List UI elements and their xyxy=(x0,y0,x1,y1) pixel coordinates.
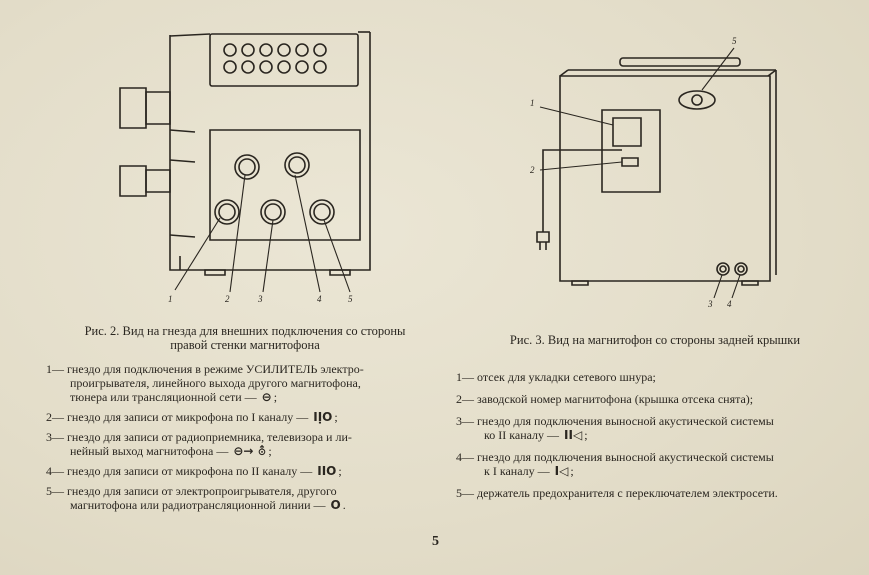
phono-symbol-icon: O xyxy=(330,498,341,512)
speaker-ch2-symbol-icon: II◁ xyxy=(564,428,583,442)
line-in-out-symbol-icon: ⊖→ ⛢ xyxy=(233,444,267,458)
legend-item: 4— гнездо для записи от микрофона по II … xyxy=(46,464,342,478)
figure-3-rear-cover-drawing: 1 2 3 4 5 xyxy=(530,36,830,309)
callout-label: 4 xyxy=(317,294,322,304)
legend-item: 3— гнездо для подключения выносной акуст… xyxy=(456,414,774,442)
speaker-ch1-symbol-icon: I◁ xyxy=(554,464,569,478)
legend-item: 2— гнездо для записи от микрофона по I к… xyxy=(46,410,338,424)
microphone-ch1-symbol-icon: IỊO xyxy=(313,410,333,424)
legend-item: 1— гнездо для подключения в режиме УСИЛИ… xyxy=(46,362,364,404)
callout-label: 4 xyxy=(727,299,732,309)
figure-2-callouts: 1 2 3 4 5 xyxy=(168,294,353,304)
figure-2-legend: 1— гнездо для подключения в режиме УСИЛИ… xyxy=(46,362,444,512)
callout-label: 3 xyxy=(257,294,263,304)
legend-item: 1— отсек для укладки сетевого шнура; xyxy=(456,370,656,384)
figure-2-right-wall-drawing: 1 2 3 4 5 xyxy=(60,20,440,304)
callout-label: 3 xyxy=(707,299,713,309)
figure-3-callouts: 1 2 3 4 5 xyxy=(530,36,737,309)
callout-label: 2 xyxy=(530,165,535,175)
microphone-ch2-symbol-icon: IIO xyxy=(317,464,337,478)
figure-2-caption: Рис. 2. Вид на гнезда для внешних подклю… xyxy=(45,324,445,352)
callout-label: 1 xyxy=(168,294,173,304)
legend-item: 4— гнездо для подключения выносной акуст… xyxy=(456,450,774,478)
figure-3-legend: 1— отсек для укладки сетевого шнура; 2— … xyxy=(456,370,851,500)
figure-3-caption: Рис. 3. Вид на магнитофон со стороны зад… xyxy=(509,333,801,347)
callout-label: 5 xyxy=(732,36,737,46)
jack-panel xyxy=(210,130,360,240)
caption-line: Рис. 2. Вид на гнезда для внешних подклю… xyxy=(84,324,406,338)
callout-label: 5 xyxy=(348,294,353,304)
callout-label: 2 xyxy=(225,294,230,304)
caption-line: правой стенки магнитофона xyxy=(170,338,320,352)
ventilation-holes xyxy=(224,44,326,73)
callout-label: 1 xyxy=(530,98,535,108)
legend-item: 2— заводской номер магнитофона (крышка о… xyxy=(456,392,754,406)
page-number: 5 xyxy=(432,534,439,549)
legend-item: 5— держатель предохранителя с переключат… xyxy=(456,486,778,500)
input-symbol-icon: ⊖ xyxy=(261,390,272,404)
legend-item: 5— гнездо для записи от электропроигрыва… xyxy=(46,484,346,512)
jack-sockets xyxy=(215,153,334,224)
legend-item: 3— гнездо для записи от радиоприемника, … xyxy=(46,430,352,458)
